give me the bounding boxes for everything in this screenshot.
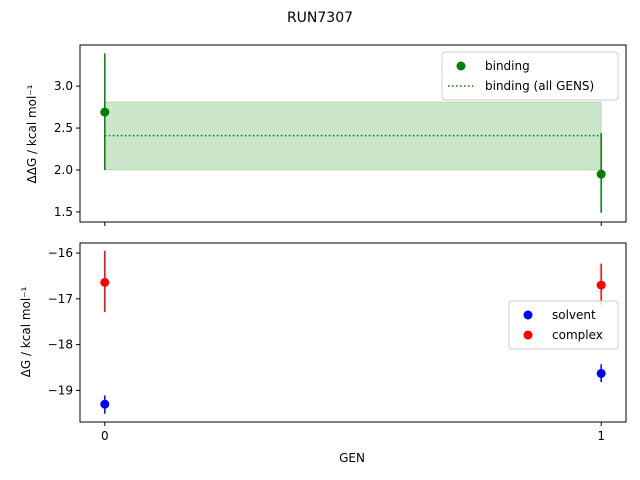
bottom-axes: −19 −18 −17 −16 0 1 solvent complex bbox=[48, 242, 627, 443]
y-tick-label: −16 bbox=[48, 246, 73, 260]
legend-marker bbox=[523, 310, 533, 320]
data-point bbox=[596, 368, 606, 378]
y-tick-label: 2.5 bbox=[54, 121, 73, 135]
legend-label: binding bbox=[485, 59, 530, 73]
data-point bbox=[596, 280, 606, 290]
legend-marker bbox=[523, 330, 533, 340]
y-tick-label: 3.0 bbox=[54, 79, 73, 93]
y-tick-label: −17 bbox=[48, 292, 73, 306]
legend-label: solvent bbox=[552, 308, 596, 322]
top-axes: 1.5 2.0 2.5 3.0 binding binding (all GENS) bbox=[54, 44, 627, 226]
data-point bbox=[100, 107, 110, 117]
x-tick-label: 0 bbox=[101, 429, 109, 443]
data-point bbox=[100, 399, 110, 409]
y-tick-label: 2.0 bbox=[54, 163, 73, 177]
y-tick-label: −19 bbox=[48, 383, 73, 397]
x-axis-label: GEN bbox=[339, 451, 365, 465]
legend bbox=[508, 300, 619, 350]
top-y-axis-label: ΔΔG / kcal mol⁻¹ bbox=[25, 84, 39, 183]
axes-frame bbox=[79, 242, 627, 423]
legend-marker bbox=[456, 61, 466, 71]
x-tick-label: 1 bbox=[597, 429, 605, 443]
bottom-y-axis-label: ΔG / kcal mol⁻¹ bbox=[19, 286, 33, 377]
y-tick-label: −18 bbox=[48, 338, 73, 352]
chart-title: RUN7307 bbox=[287, 10, 353, 26]
data-point bbox=[100, 277, 110, 287]
legend-label: binding (all GENS) bbox=[485, 79, 594, 93]
legend bbox=[441, 51, 619, 101]
legend-label: complex bbox=[552, 328, 603, 342]
y-tick-label: 1.5 bbox=[54, 205, 73, 219]
axes-frame bbox=[79, 44, 627, 223]
data-point bbox=[596, 169, 606, 179]
